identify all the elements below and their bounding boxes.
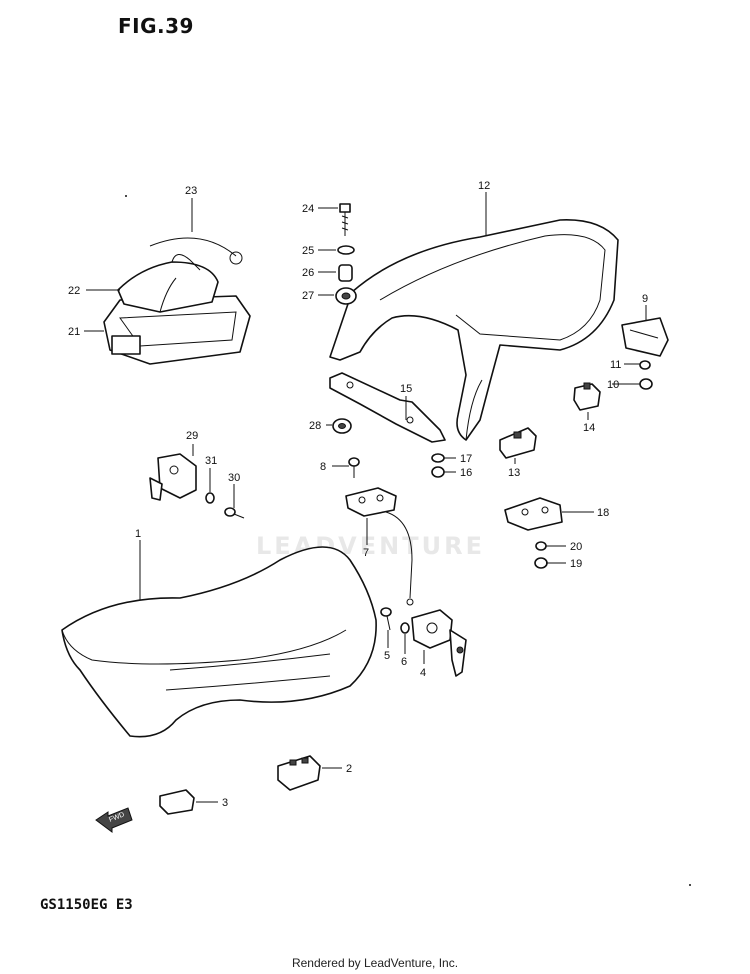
callout-12: 12 xyxy=(478,180,490,192)
callout-6: 6 xyxy=(401,656,407,668)
callout-27: 27 xyxy=(302,290,314,302)
leader-lines xyxy=(84,192,647,803)
callout-16: 16 xyxy=(460,467,472,479)
plate-18 xyxy=(504,497,563,531)
main-seat xyxy=(61,546,377,738)
nut-10 xyxy=(639,378,653,390)
callout-21: 21 xyxy=(68,326,80,338)
callout-8: 8 xyxy=(320,461,326,473)
callout-9: 9 xyxy=(642,293,648,305)
callout-15: 15 xyxy=(400,383,412,395)
cushion-2 xyxy=(277,755,321,791)
stray-dot xyxy=(125,195,127,197)
screw-30 xyxy=(224,507,245,519)
washer-31 xyxy=(205,492,215,504)
callout-5: 5 xyxy=(384,650,390,662)
cowl-bracket xyxy=(329,372,446,443)
callout-11: 11 xyxy=(610,359,621,371)
seat-lock-cable xyxy=(345,487,414,606)
model-code: GS1150EG E3 xyxy=(40,897,133,913)
callout-26: 26 xyxy=(302,267,314,279)
callout-31: 31 xyxy=(205,455,217,467)
collar-26 xyxy=(338,264,353,282)
callout-4: 4 xyxy=(420,667,426,679)
fwd-arrow-icon: FWD xyxy=(95,807,133,833)
nut-19 xyxy=(534,557,548,569)
callout-7: 7 xyxy=(363,547,369,559)
callouts: 1 2 3 4 5 6 7 8 9 10 11 12 13 14 15 16 1… xyxy=(68,180,648,809)
callout-17: 17 xyxy=(460,453,472,465)
tray-cover xyxy=(117,261,219,313)
callout-13: 13 xyxy=(508,467,520,479)
callout-2: 2 xyxy=(346,763,352,775)
washer-17 xyxy=(431,453,445,463)
callout-29: 29 xyxy=(186,430,198,442)
cushion-14 xyxy=(573,382,601,411)
callout-14: 14 xyxy=(583,422,595,434)
screw-5 xyxy=(380,607,392,631)
footer-credit: Rendered by LeadVenture, Inc. xyxy=(291,956,459,970)
callout-3: 3 xyxy=(222,797,228,809)
washer-6 xyxy=(400,622,410,634)
cushion-3 xyxy=(159,789,195,815)
callout-10: 10 xyxy=(607,379,619,391)
callout-25: 25 xyxy=(302,245,314,257)
stray-dot xyxy=(689,884,691,886)
bolt-24 xyxy=(339,203,351,236)
tool-tray xyxy=(103,295,251,365)
callout-20: 20 xyxy=(570,541,582,553)
washer-25 xyxy=(337,245,355,255)
screw-8 xyxy=(348,457,360,478)
callout-22: 22 xyxy=(68,285,80,297)
nut-20 xyxy=(535,541,547,551)
nut-11 xyxy=(639,360,651,370)
rear-seat-cowl xyxy=(329,219,619,441)
cushion-13 xyxy=(499,427,537,459)
callout-23: 23 xyxy=(185,185,197,197)
fig-title: FIG.39 xyxy=(118,14,194,38)
cord xyxy=(149,237,243,271)
callout-18: 18 xyxy=(597,507,609,519)
hook-plate xyxy=(621,317,669,357)
callout-1: 1 xyxy=(135,528,141,540)
callout-24: 24 xyxy=(302,203,314,215)
seat-lock xyxy=(411,609,467,677)
cushion-28 xyxy=(332,418,352,434)
nut-16 xyxy=(431,466,445,478)
callout-30: 30 xyxy=(228,472,240,484)
callout-28: 28 xyxy=(309,420,321,432)
helmet-lock xyxy=(149,453,197,501)
cushion-27 xyxy=(335,287,357,305)
callout-19: 19 xyxy=(570,558,582,570)
